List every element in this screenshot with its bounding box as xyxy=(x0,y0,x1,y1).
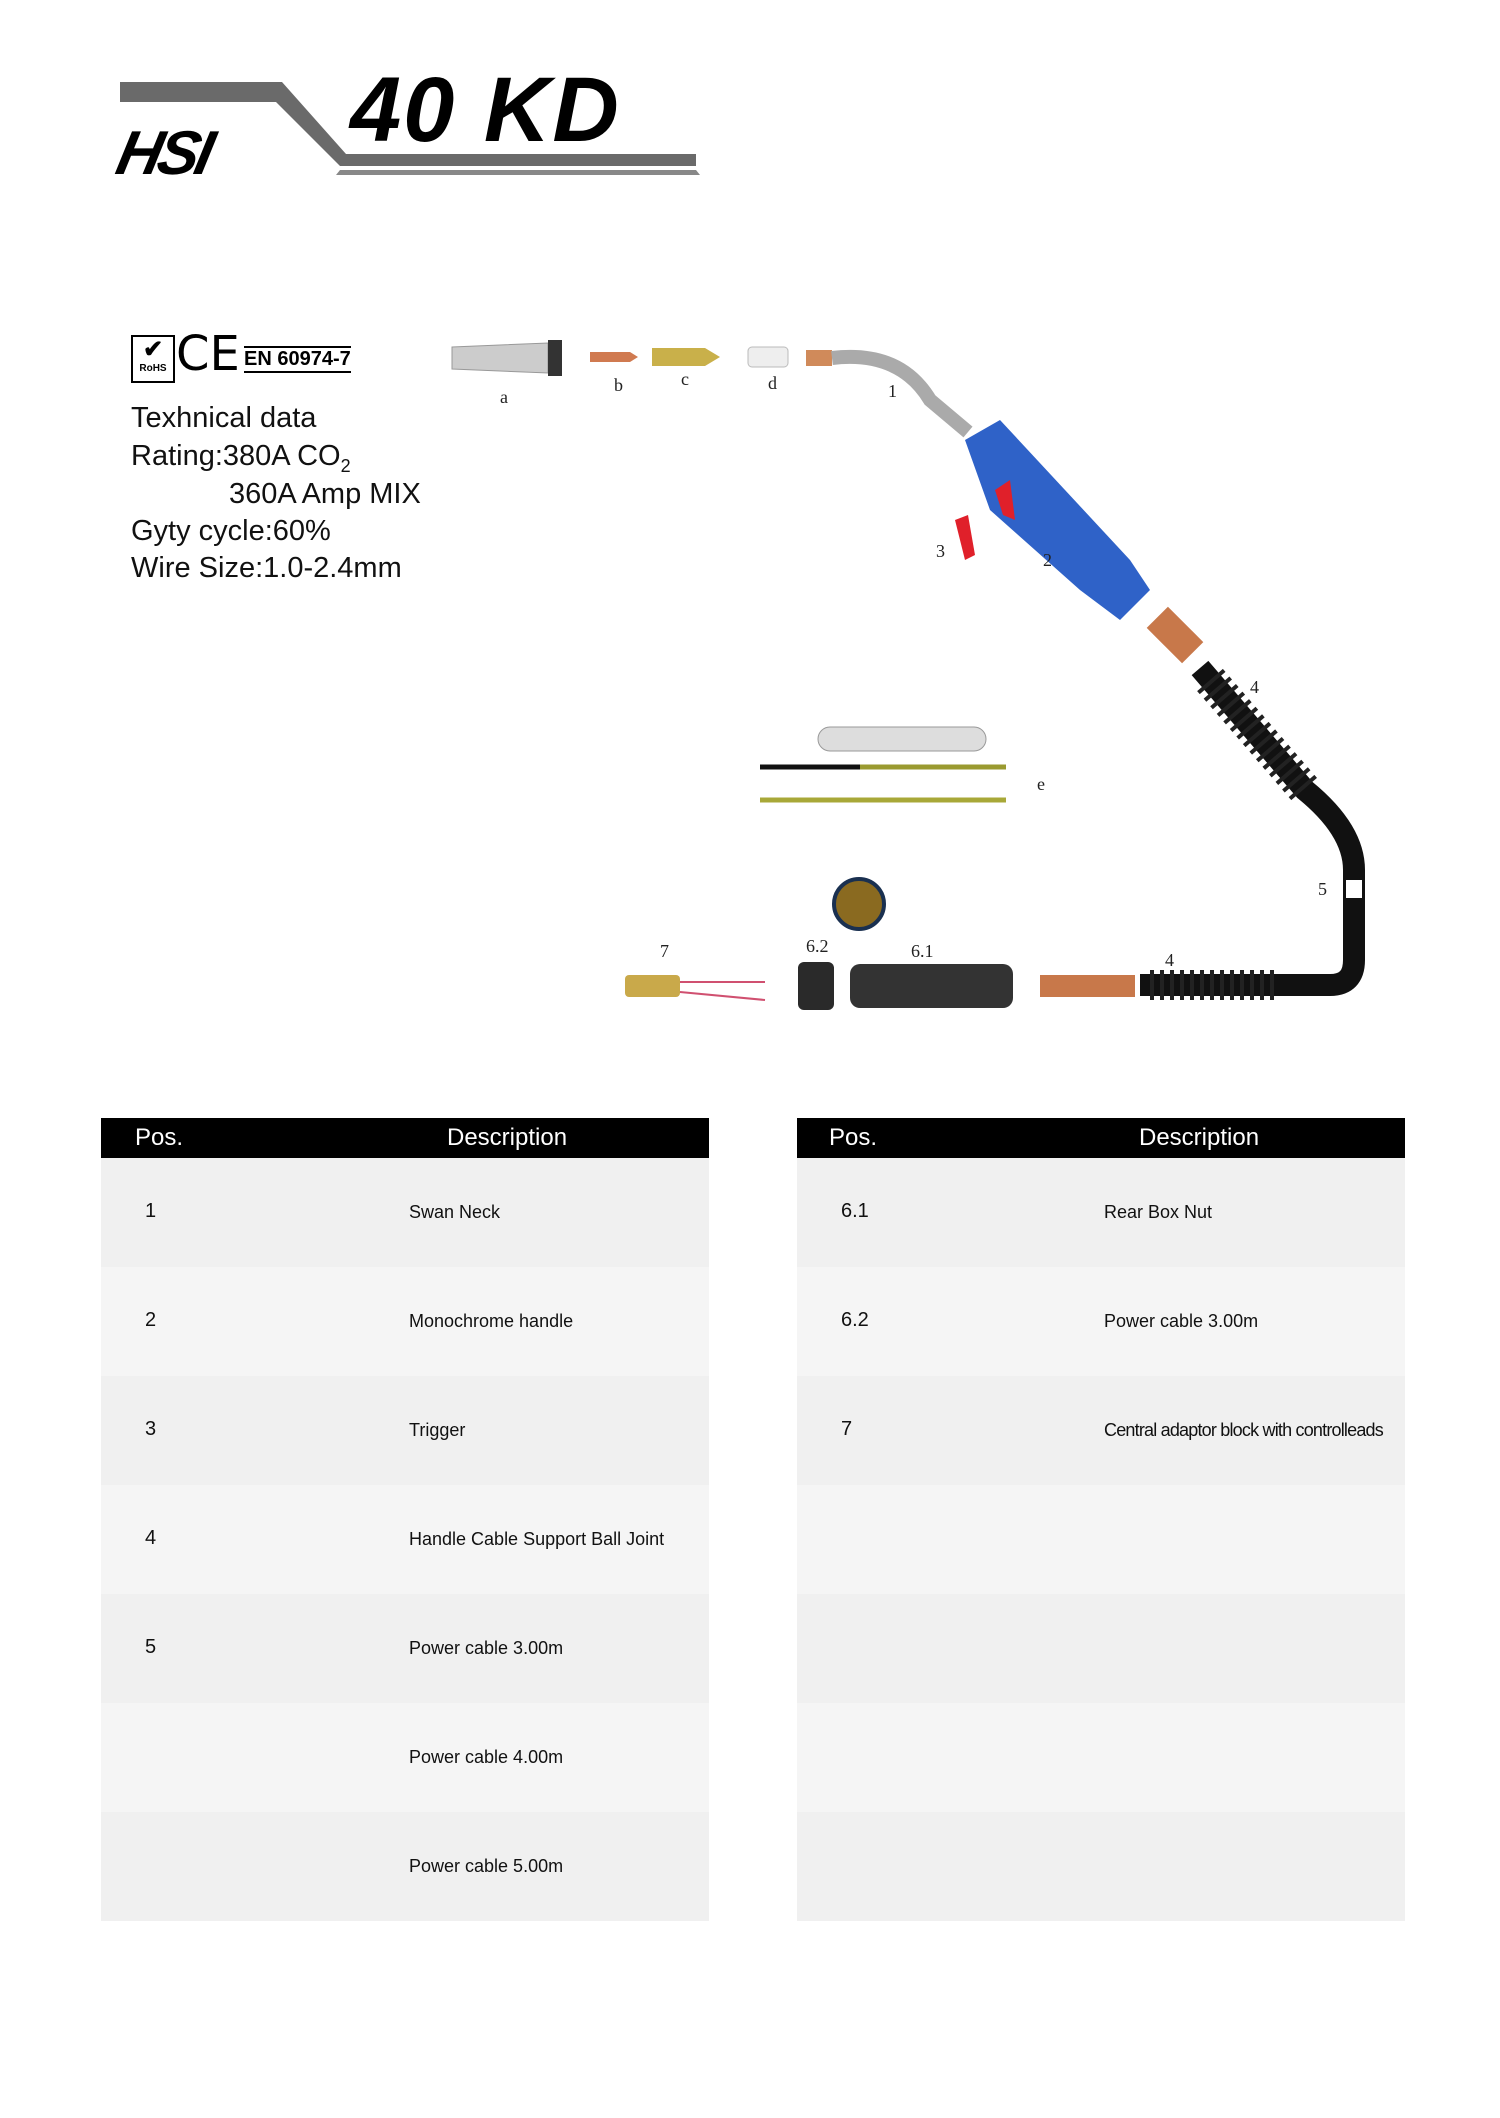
table-header: Pos. Description xyxy=(101,1118,709,1158)
handle-2 xyxy=(965,420,1150,620)
ball-joint-front xyxy=(1146,606,1204,664)
spec-rating-co2: Rating:380A CO2 xyxy=(131,440,351,476)
torch-exploded-diagram xyxy=(451,340,1365,1010)
handle-trigger xyxy=(995,480,1015,520)
table-row: Power cable 5.00m xyxy=(101,1812,709,1921)
logo-graphic xyxy=(120,82,700,175)
ce-mark: CE xyxy=(176,326,240,382)
spanner xyxy=(817,726,987,752)
label-c: c xyxy=(681,369,689,389)
power-cable-5 xyxy=(1140,660,1365,996)
table-row xyxy=(797,1812,1405,1921)
spec-rating-mix: 360A Amp MIX xyxy=(229,478,421,510)
contact-tip-b xyxy=(590,352,638,362)
swan-neck-1 xyxy=(831,350,973,438)
pos-header: Pos. xyxy=(135,1124,184,1151)
table-row xyxy=(797,1485,1405,1594)
nut-6-2 xyxy=(798,962,834,1010)
label-5: 5 xyxy=(1318,879,1327,899)
check-icon: ✔ xyxy=(142,336,164,363)
label-4-front: 4 xyxy=(1250,677,1259,697)
connector-detail xyxy=(832,877,886,931)
trigger-3 xyxy=(955,515,975,560)
table-row xyxy=(797,1594,1405,1703)
rohs-badge: ✔RoHS xyxy=(131,335,175,383)
spec-duty-cycle: Gyty cycle:60% xyxy=(131,515,331,547)
label-6-2: 6.2 xyxy=(806,936,829,956)
tip-holder-c xyxy=(652,348,720,366)
label-b: b xyxy=(614,375,623,395)
support-spring-front xyxy=(1197,668,1318,802)
central-adaptor-7 xyxy=(625,975,680,997)
label-1: 1 xyxy=(888,381,897,401)
label-7: 7 xyxy=(660,941,669,961)
model-title: 40 KD xyxy=(350,59,621,161)
table-row xyxy=(797,1703,1405,1812)
spec-wire-size: Wire Size:1.0-2.4mm xyxy=(131,552,402,584)
label-e: e xyxy=(1037,774,1045,794)
label-a: a xyxy=(500,387,508,407)
table-header: Pos. Description xyxy=(797,1118,1405,1158)
desc-header: Description xyxy=(1139,1124,1260,1151)
standard-label: EN 60974-7 xyxy=(244,346,351,373)
label-2: 2 xyxy=(1043,550,1052,570)
specs-title: Texhnical data xyxy=(131,402,317,434)
label-3: 3 xyxy=(936,541,945,561)
table-row: Power cable 4.00m xyxy=(101,1703,709,1812)
pos-header: Pos. xyxy=(829,1124,878,1151)
nozzle-a xyxy=(451,340,562,376)
label-6-1: 6.1 xyxy=(911,941,934,961)
label-4-rear: 4 xyxy=(1165,950,1174,970)
ball-joint-rear xyxy=(1040,975,1135,997)
insulator-d xyxy=(747,346,789,368)
rear-box-nut-6-1 xyxy=(850,964,1013,1008)
swan-neck-fitting xyxy=(806,350,832,366)
desc-header: Description xyxy=(447,1124,568,1151)
label-d: d xyxy=(768,373,777,393)
